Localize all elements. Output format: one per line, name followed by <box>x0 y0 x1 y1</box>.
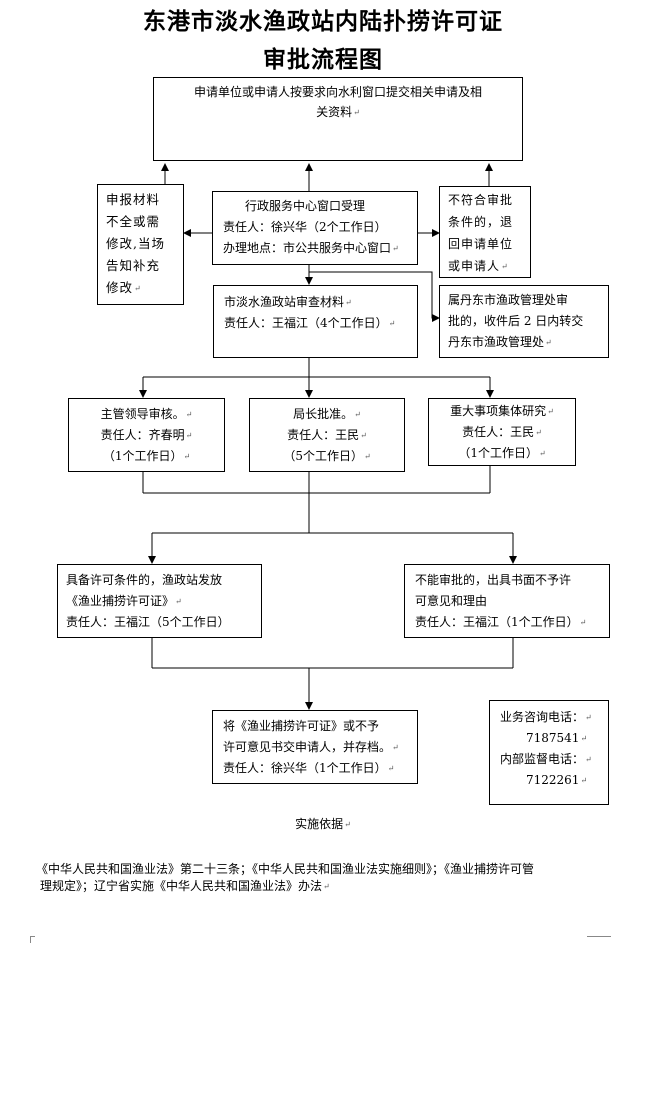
supplement-line-4: 告知补充 <box>106 258 161 273</box>
issue-line-3: 责任人：王福江（5个工作日） <box>66 615 230 629</box>
basis-heading: 实施依据 <box>0 816 646 833</box>
contact-supervise-label: 内部监督电话： <box>500 749 608 770</box>
basis-text-line-2: 理规定》；辽宁省实施《中华人民共和国渔业法》办法 <box>40 878 640 895</box>
deny-line-2: 可意见和理由 <box>415 594 488 608</box>
collective-line-2: 责任人：王民 <box>429 422 575 443</box>
transfer-box: 属丹东市渔政管理处审 批的，收件后 2 日内转交 丹东市渔政管理处 <box>439 285 609 358</box>
supplement-line-2: 不全或需 <box>106 214 161 229</box>
apply-box: 申请单位或申请人按要求向水利窗口提交相关申请及相 关资料 <box>153 77 523 161</box>
collective-line-1: 重大事项集体研究 <box>429 401 575 422</box>
diagram-title-line-1: 东港市淡水渔政站内陆扑捞许可证 <box>143 9 503 35</box>
contact-supervise-phone: 7122261 <box>500 770 608 791</box>
deliver-box: 将《渔业捕捞许可证》或不予 许可意见书交申请人，并存档。 责任人：徐兴华（1个工… <box>212 710 418 784</box>
issue-box: 具备许可条件的，渔政站发放 《渔业捕捞许可证》 责任人：王福江（5个工作日） <box>57 564 262 638</box>
deliver-line-1: 将《渔业捕捞许可证》或不予 <box>223 719 380 733</box>
collective-line-3: （1个工作日） <box>429 443 575 464</box>
diagram-title-line-2: 审批流程图 <box>263 47 383 73</box>
connector-accept-to-transfer <box>309 271 440 322</box>
contact-consult-phone: 7187541 <box>500 728 608 749</box>
reject-line-2: 条件的，退 <box>448 215 514 229</box>
director-box: 局长批准。 责任人：王民 （5个工作日） <box>249 398 405 472</box>
reject-line-3: 回申请单位 <box>448 237 514 251</box>
page-corner-mark-left <box>30 936 35 943</box>
transfer-line-1: 属丹东市渔政管理处审 <box>448 293 569 307</box>
deliver-line-2: 许可意见书交申请人，并存档。 <box>223 737 417 758</box>
transfer-line-3: 丹东市渔政管理处 <box>448 332 608 353</box>
director-line-3: （5个工作日） <box>250 446 404 467</box>
reject-box: 不符合审批 条件的，退 回申请单位 或申请人 <box>439 186 531 278</box>
transfer-line-2: 批的，收件后 2 日内转交 <box>448 314 584 328</box>
apply-line-1: 申请单位或申请人按要求向水利窗口提交相关申请及相 <box>193 85 482 99</box>
supervisor-line-3: （1个工作日） <box>69 446 224 467</box>
issue-line-1: 具备许可条件的，渔政站发放 <box>66 573 223 587</box>
deny-box: 不能审批的，出具书面不予许 可意见和理由 责任人：王福江（1个工作日） <box>404 564 610 638</box>
supervisor-line-2: 责任人：齐春明 <box>69 425 224 446</box>
deliver-line-3: 责任人：徐兴华（1个工作日） <box>223 758 417 779</box>
supplement-line-3: 修改,当场 <box>106 236 165 251</box>
contact-box: 业务咨询电话： 7187541 内部监督电话： 7122261 <box>489 700 609 805</box>
supervisor-line-1: 主管领导审核。 <box>69 404 224 425</box>
reject-line-4: 或申请人 <box>448 255 522 278</box>
accept-line-1: 行政服务中心窗口受理 <box>245 199 366 213</box>
accept-line-3: 办理地点：市公共服务中心窗口 <box>223 238 417 259</box>
review-line-2: 责任人：王福江（4个工作日） <box>224 313 417 334</box>
collective-box: 重大事项集体研究 责任人：王民 （1个工作日） <box>428 398 576 466</box>
deny-line-3: 责任人：王福江（1个工作日） <box>415 612 609 633</box>
contact-consult-label: 业务咨询电话： <box>500 707 608 728</box>
basis-text-line-1: 《中华人民共和国渔业法》第二十三条；《中华人民共和国渔业法实施细则》；《渔业捕捞… <box>36 862 535 876</box>
reject-line-1: 不符合审批 <box>448 193 514 207</box>
supplement-line-1: 申报材料 <box>106 192 161 207</box>
accept-box: 行政服务中心窗口受理 责任人：徐兴华（2个工作日） 办理地点：市公共服务中心窗口 <box>212 191 418 265</box>
review-line-1: 市淡水渔政站审查材料 <box>224 292 417 313</box>
director-line-1: 局长批准。 <box>250 404 404 425</box>
review-box: 市淡水渔政站审查材料 责任人：王福江（4个工作日） <box>213 285 418 358</box>
apply-line-2: 关资料 <box>154 102 522 123</box>
director-line-2: 责任人：王民 <box>250 425 404 446</box>
supplement-line-5: 修改 <box>106 277 175 300</box>
supervisor-box: 主管领导审核。 责任人：齐春明 （1个工作日） <box>68 398 225 472</box>
page-corner-mark-right <box>587 936 611 943</box>
deny-line-1: 不能审批的，出具书面不予许 <box>415 573 572 587</box>
accept-line-2: 责任人：徐兴华（2个工作日） <box>223 220 387 234</box>
supplement-box: 申报材料 不全或需 修改,当场 告知补充 修改 <box>97 184 184 305</box>
issue-line-2: 《渔业捕捞许可证》 <box>66 591 261 612</box>
